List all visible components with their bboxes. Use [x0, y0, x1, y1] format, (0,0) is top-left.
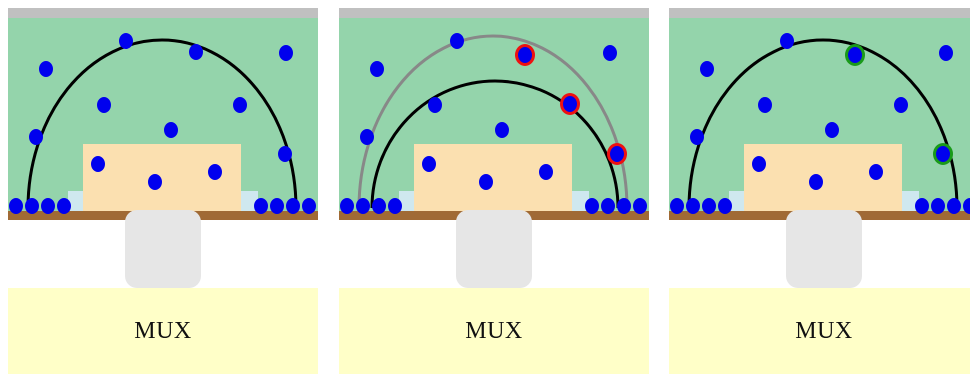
- mux-label: MUX: [134, 317, 192, 344]
- pad-right: [569, 191, 589, 211]
- electrode: [450, 33, 464, 49]
- connector-block: [456, 210, 532, 288]
- panel-3: MUX: [669, 8, 970, 374]
- arc-outer-active: [687, 38, 959, 209]
- arc-outer-active: [26, 38, 298, 209]
- electrode: [91, 156, 105, 172]
- mux-box: MUX: [8, 288, 318, 374]
- electrode: [29, 129, 43, 145]
- connector-block: [125, 210, 201, 288]
- top-bar: [8, 8, 318, 18]
- pad-right: [899, 191, 919, 211]
- electrode: [931, 198, 945, 214]
- electrode: [617, 198, 631, 214]
- connector-block: [786, 210, 862, 288]
- electrode: [758, 97, 772, 113]
- electrode: [41, 198, 55, 214]
- electrode: [164, 122, 178, 138]
- electrode: [518, 47, 532, 63]
- top-bar: [669, 8, 970, 18]
- electrode-group: [9, 33, 316, 214]
- electrode-group: [340, 33, 647, 214]
- electrode: [189, 44, 203, 60]
- electrode: [718, 198, 732, 214]
- electrode: [539, 164, 553, 180]
- electrode: [947, 198, 961, 214]
- electrode: [25, 198, 39, 214]
- electrode: [119, 33, 133, 49]
- electrode: [57, 198, 71, 214]
- electrode: [370, 61, 384, 77]
- electrode: [894, 97, 908, 113]
- electrode: [939, 45, 953, 61]
- mux-label: MUX: [795, 317, 853, 344]
- electrode: [610, 146, 624, 162]
- electrode: [700, 61, 714, 77]
- mux-box: MUX: [669, 288, 970, 374]
- electrode: [780, 33, 794, 49]
- arc-inner-active: [370, 79, 620, 209]
- electrode: [603, 45, 617, 61]
- electrode: [686, 198, 700, 214]
- electrode: [270, 198, 284, 214]
- electrode: [585, 198, 599, 214]
- electrode: [279, 45, 293, 61]
- electrode: [670, 198, 684, 214]
- electrode: [254, 198, 268, 214]
- electrode: [372, 198, 386, 214]
- electrode: [601, 198, 615, 214]
- electrode: [340, 198, 354, 214]
- electrode-diagram: [339, 8, 649, 220]
- mux-box: MUX: [339, 288, 649, 374]
- panel-2: MUX: [339, 8, 649, 374]
- electrode-group: [670, 33, 970, 214]
- electrode: [422, 156, 436, 172]
- electrode: [702, 198, 716, 214]
- top-bar: [339, 8, 649, 18]
- electrode: [479, 174, 493, 190]
- electrode: [495, 122, 509, 138]
- electrode: [388, 198, 402, 214]
- arc-outer-previous: [357, 34, 629, 209]
- electrode: [869, 164, 883, 180]
- mux-label: MUX: [465, 317, 523, 344]
- electrode: [233, 97, 247, 113]
- electrode: [848, 47, 862, 63]
- electrode: [563, 96, 577, 112]
- electrode: [356, 198, 370, 214]
- electrode: [752, 156, 766, 172]
- electrode: [148, 174, 162, 190]
- electrode: [97, 97, 111, 113]
- electrode: [915, 198, 929, 214]
- electrode: [286, 198, 300, 214]
- electrode: [936, 146, 950, 162]
- electrode: [208, 164, 222, 180]
- electrode: [302, 198, 316, 214]
- electrode: [690, 129, 704, 145]
- electrode: [9, 198, 23, 214]
- electrode: [360, 129, 374, 145]
- electrode: [428, 97, 442, 113]
- pad-right: [238, 191, 258, 211]
- electrode: [39, 61, 53, 77]
- electrode: [825, 122, 839, 138]
- electrode: [633, 198, 647, 214]
- panel-1: MUX: [8, 8, 318, 374]
- electrode: [809, 174, 823, 190]
- electrode: [278, 146, 292, 162]
- electrode: [963, 198, 970, 214]
